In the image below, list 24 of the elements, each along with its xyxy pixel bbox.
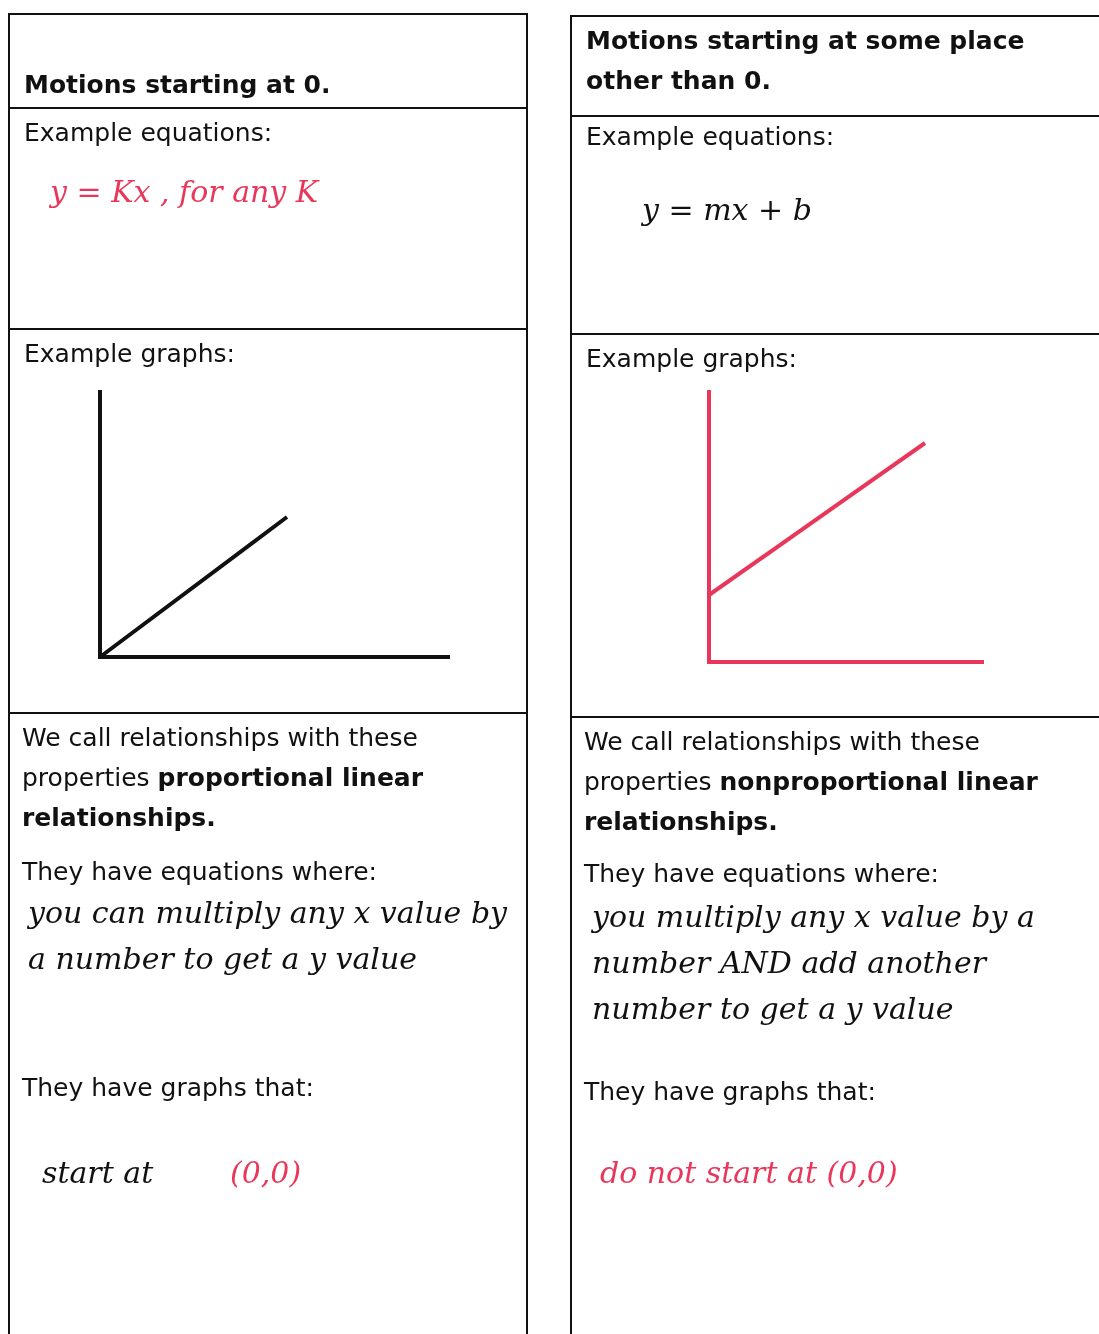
table-cell — [570, 15, 1099, 117]
handwritten-note: start at — [42, 1154, 155, 1192]
cell-label: Example equations: — [24, 117, 274, 149]
description-text: We call relationships with these properties proportional linear relationships. — [22, 722, 425, 834]
column-heading: Motions starting at 0. — [24, 69, 332, 101]
handwritten-note: do not start at (0,0) — [600, 1154, 899, 1192]
table-cell — [8, 712, 528, 1334]
equation: y = Kx , for any K — [50, 173, 321, 211]
prompt-text: They have equations where: — [22, 856, 378, 888]
prompt-text: They have graphs that: — [22, 1072, 315, 1104]
cell-label: Example graphs: — [24, 338, 237, 370]
table-cell — [8, 13, 528, 109]
table-cell — [8, 107, 528, 330]
prompt-text: They have equations where: — [584, 858, 940, 890]
handwritten-note: you multiply any x value by a number AND add another number to get a y value — [592, 898, 1036, 1028]
handwritten-point: (0,0) — [230, 1154, 303, 1192]
cell-label: Example equations: — [586, 121, 836, 153]
column-heading: Motions starting at some place other than 0. — [586, 25, 1026, 97]
description-text: We call relationships with these properties nonproportional linear relationships. — [584, 726, 1039, 838]
handwritten-note: you can multiply any x value by a number to get a y value — [28, 894, 509, 978]
prompt-text: They have graphs that: — [584, 1076, 877, 1108]
cell-label: Example graphs: — [586, 343, 799, 375]
table-cell — [8, 328, 528, 714]
equation: y = mx + b — [642, 191, 813, 229]
